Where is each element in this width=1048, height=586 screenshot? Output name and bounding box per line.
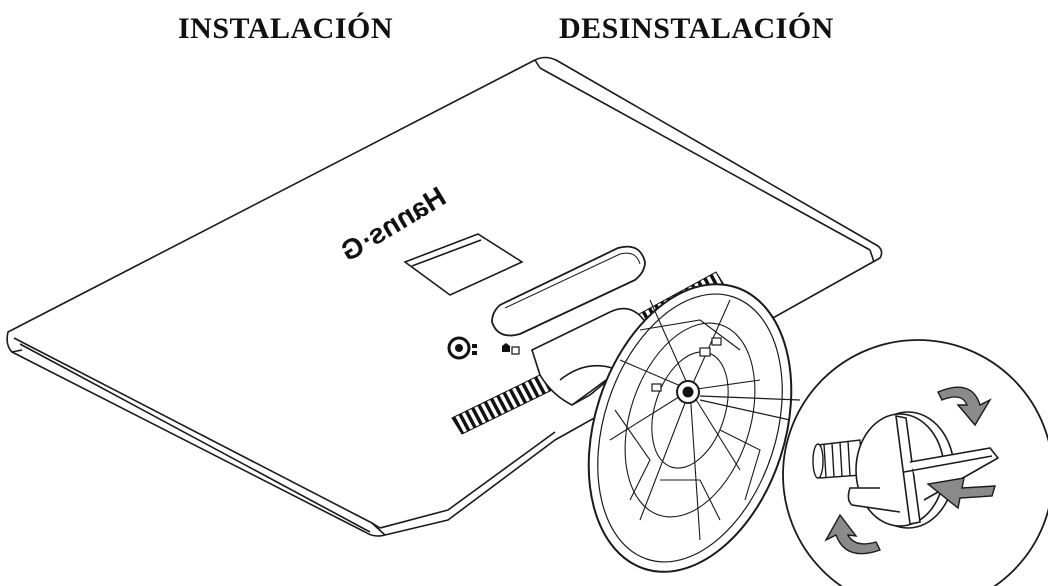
- power-button-icon: [447, 336, 477, 360]
- heading-uninstallation: DESINSTALACIÓN: [559, 12, 834, 45]
- handle-slot: [491, 245, 646, 337]
- heading-installation: INSTALACIÓN: [178, 12, 393, 45]
- rotate-arrow-bottom-icon: [824, 513, 881, 555]
- lock-slot-icon: [502, 343, 520, 355]
- press-arrow-icon: [926, 477, 996, 510]
- label-sticker: [403, 233, 524, 296]
- monitor-back-panel: [6, 56, 883, 537]
- stand-base: [587, 283, 793, 573]
- stand-neck: [531, 307, 656, 406]
- rotate-arrow-top-icon: [937, 386, 992, 427]
- callout-line: [699, 395, 801, 421]
- thumb-screw-detail: [812, 386, 1000, 555]
